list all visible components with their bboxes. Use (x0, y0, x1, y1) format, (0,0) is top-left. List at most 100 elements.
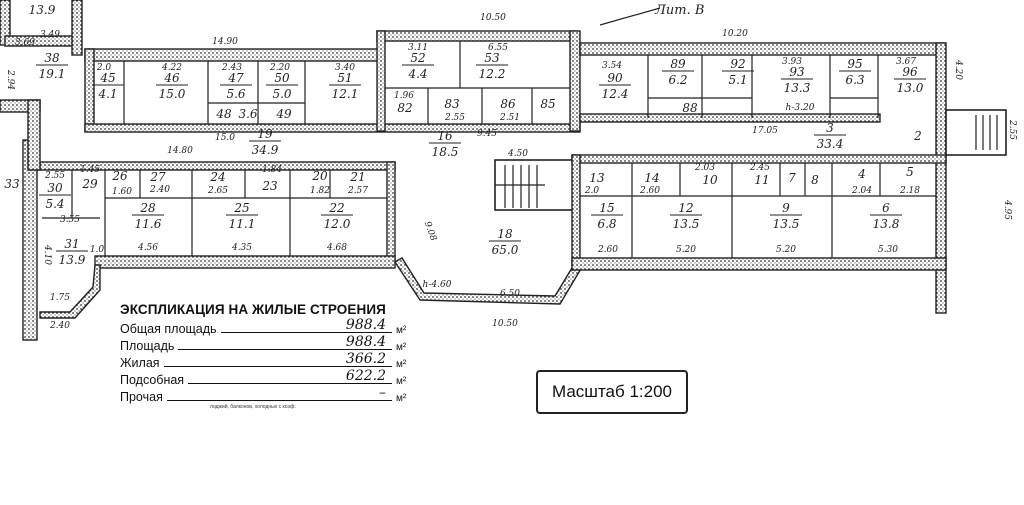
explication-title: ЭКСПЛИКАЦИЯ НА ЖИЛЫЕ СТРОЕНИЯ (120, 302, 386, 317)
room-number: 22 (328, 201, 344, 215)
room-number: 11 (754, 173, 769, 187)
room-area: 13.5 (673, 217, 700, 231)
walls (0, 0, 1007, 341)
row-unit: м² (396, 393, 407, 404)
room-number: 23 (261, 179, 278, 193)
dimension: 15.0 (215, 133, 235, 143)
room-11: 11 (754, 173, 769, 187)
room-5: 5 (906, 165, 914, 179)
explication-row: Прочая–м² (120, 385, 410, 404)
room-15: 156.8 (591, 201, 623, 231)
room-area: 18.5 (432, 145, 459, 159)
room-6: 613.8 (870, 201, 902, 231)
room-7: 7 (788, 171, 796, 185)
dimension: 3.40 (335, 63, 355, 73)
room-92: 925.1 (722, 57, 754, 87)
room-30: 305.4 (39, 181, 71, 211)
room-number: 83 (444, 97, 460, 111)
room-85: 85 (540, 97, 555, 111)
room-88: 88 (682, 101, 698, 115)
explication-table: ЭКСПЛИКАЦИЯ НА ЖИЛЫЕ СТРОЕНИЯ Общая площ… (120, 302, 410, 410)
dimension: 2.20 (269, 63, 290, 73)
dimension: 1.60 (112, 187, 132, 197)
dimension: 2.04 (851, 186, 872, 196)
dimension: 1.45 (80, 165, 100, 175)
room-area: 6.8 (597, 217, 616, 231)
room-area: 13.8 (873, 217, 900, 231)
row-unit: м² (396, 342, 407, 353)
room-89: 896.2 (662, 57, 694, 87)
room-23: 23 (261, 179, 278, 193)
room-45: 454.1 (92, 71, 124, 101)
dimension: 3.54 (602, 61, 622, 71)
row-label: Общая площадь (120, 322, 217, 336)
room-number: 29 (81, 177, 98, 191)
room-number: 47 (227, 71, 244, 85)
room-82: 82 (397, 101, 412, 115)
dimension: 2.60 (597, 245, 618, 255)
dimension: 1.0 (90, 245, 105, 255)
dimension: 4.20 (953, 59, 963, 80)
room-number: 21 (349, 170, 365, 184)
row-line: – (166, 385, 392, 401)
row-value: 366.2 (345, 351, 386, 367)
room-number: 53 (484, 51, 500, 65)
row-value: 988.4 (345, 317, 386, 333)
room-number: 30 (47, 181, 63, 195)
row-value: – (379, 385, 386, 401)
dimension: 2.0 (584, 186, 600, 196)
room-number: 7 (788, 171, 796, 185)
dimension: 17.05 (752, 126, 778, 136)
dimension: 2.55 (44, 171, 65, 181)
room-unnumbered: 13.9 (29, 3, 56, 17)
dimension: 2.60 (639, 186, 660, 196)
room-95: 956.3 (839, 57, 871, 87)
dimension: 4.50 (507, 149, 528, 159)
dimension: 3.49 (40, 30, 60, 40)
room-number: 88 (682, 101, 698, 115)
room-number: 82 (397, 101, 412, 115)
room-number: 10 (702, 173, 718, 187)
room-number: 2 (913, 129, 922, 143)
row-line: 622.2 (188, 368, 392, 384)
dimension: 2.40 (49, 321, 70, 331)
dimension: 4.22 (161, 63, 182, 73)
room-9: 913.5 (770, 201, 802, 231)
dimension: 3.11 (408, 43, 428, 53)
room-area: 65.0 (492, 243, 519, 257)
dimension: 2.57 (347, 186, 368, 196)
row-line: 366.2 (163, 351, 392, 367)
room-area: 13.9 (29, 3, 56, 17)
room-number: 8 (811, 173, 819, 187)
room-number: 89 (670, 57, 686, 71)
row-label: Площадь (120, 339, 175, 353)
room-50: 505.0 (266, 71, 298, 101)
room-area: 12.4 (602, 87, 629, 101)
dimension-labels: 14.9015.010.509.4510.2017.05h-3.204.203.… (5, 3, 1017, 331)
dimension: 3.93 (782, 57, 802, 67)
room-number: 26 (111, 169, 128, 183)
row-label: Подсобная (120, 373, 185, 387)
room-number: 16 (437, 129, 453, 143)
room-2: 2 (913, 129, 922, 143)
dimension: 10.20 (722, 29, 748, 39)
room-number: 46 (163, 71, 180, 85)
dimension: 3.69 (15, 38, 35, 48)
room-number: 92 (730, 57, 745, 71)
dimension: 3.67 (896, 57, 916, 67)
dimension: 3.55 (60, 215, 80, 225)
dimension: 9.45 (477, 129, 497, 139)
room-33: 33 (4, 177, 20, 191)
dimension: 2.55 (444, 113, 465, 123)
room-16: 16 18.5 (429, 129, 461, 159)
